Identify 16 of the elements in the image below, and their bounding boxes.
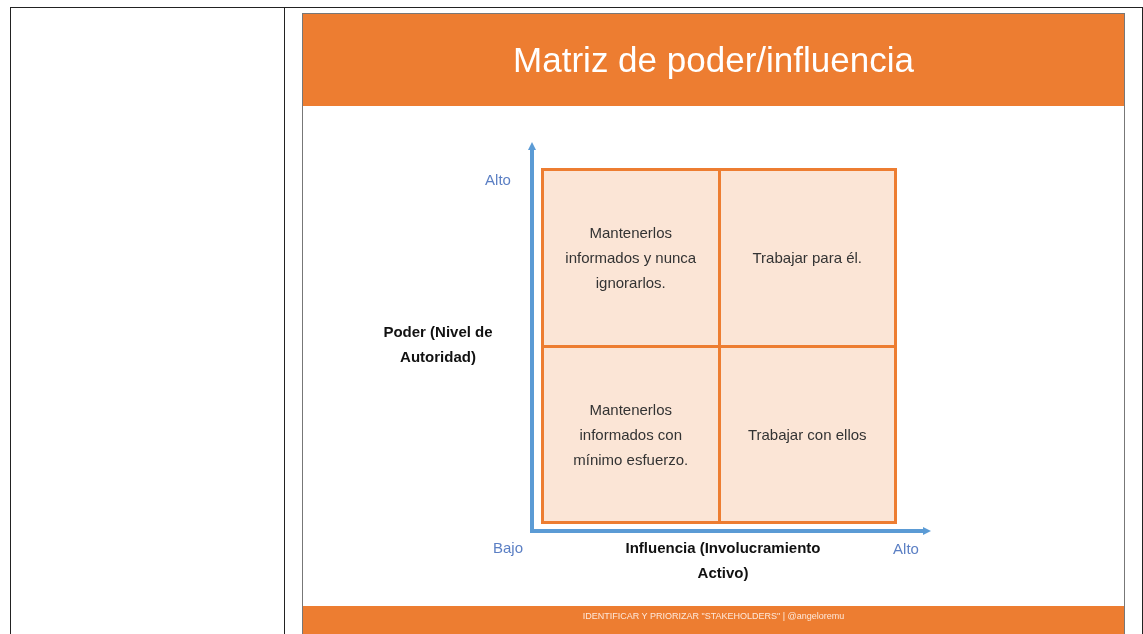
quadrant-box (544, 171, 718, 345)
axis-tick-label: Alto (484, 170, 512, 190)
axis-tick-label: Alto (892, 539, 920, 559)
quadrant-text: Mantenerlos informados y nunca ignorarlos. (564, 223, 698, 294)
axis-title: Influencia (Involucramiento Activo) (624, 538, 822, 583)
axis-tick-label: Bajo (492, 538, 524, 558)
quadrant-text: Trabajar para él. (752, 248, 862, 269)
quadrant-box (720, 171, 894, 345)
quadrant-box (544, 347, 718, 521)
footer-text: IDENTIFICAR Y PRIORIZAR "STAKEHOLDERS" | @angeloremu (581, 611, 846, 621)
slide-title: Matriz de poder/influencia (513, 40, 914, 80)
axis-title: Poder (Nivel de Autoridad) (382, 322, 494, 367)
matrix-grid (541, 168, 897, 524)
quadrant-text: Trabajar con ellos (747, 424, 867, 445)
quadrant-box (720, 347, 894, 521)
quadrant-text: Mantenerlos informados con mínimo esfuerzo. (572, 399, 690, 470)
